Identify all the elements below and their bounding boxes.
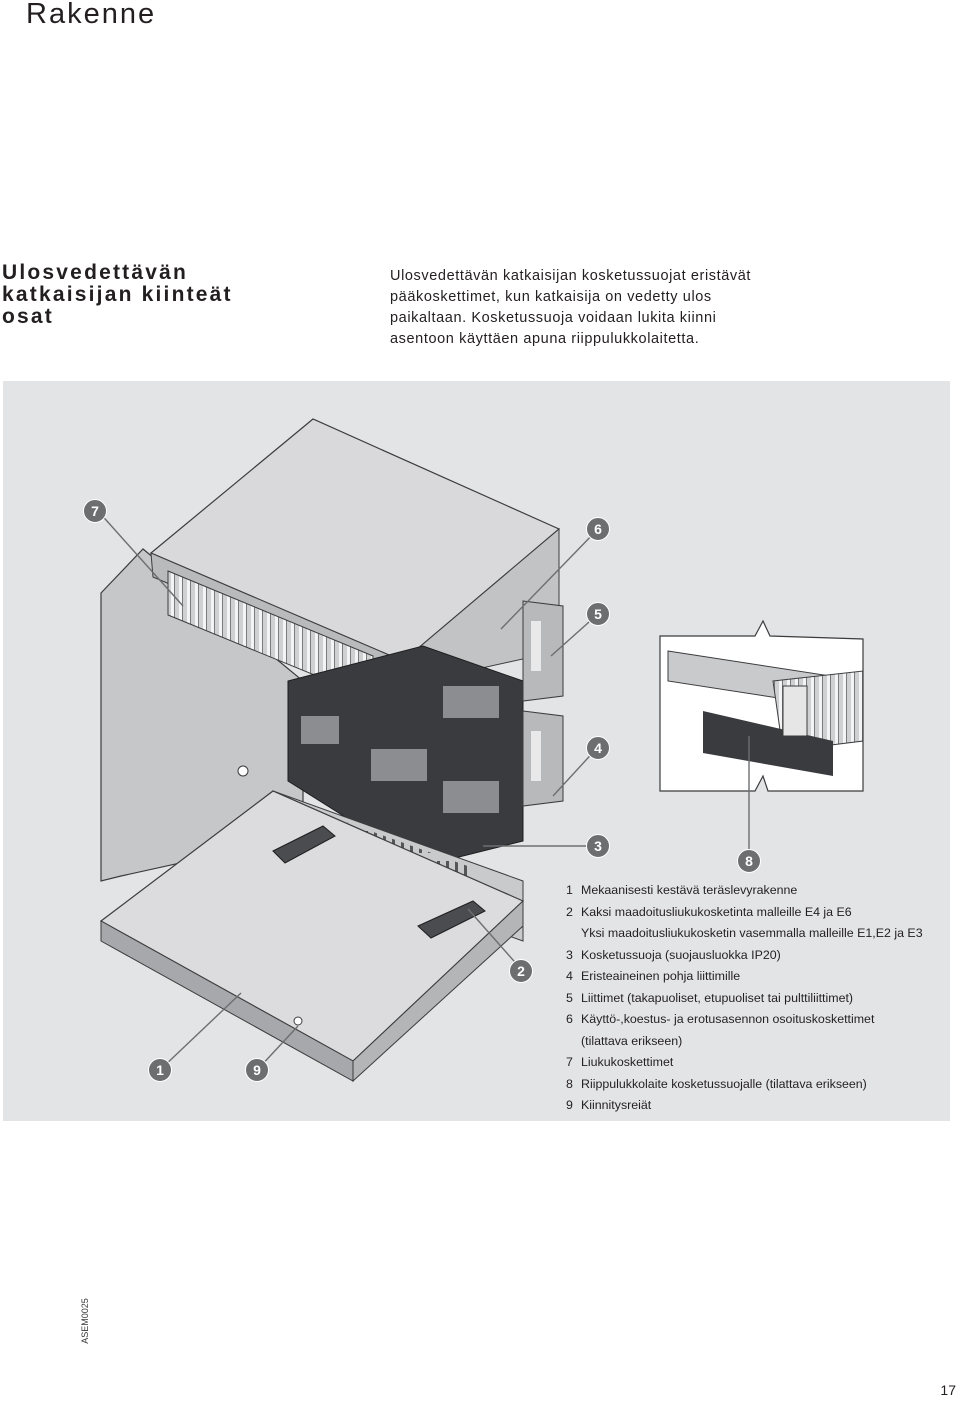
legend-item: 3 Kosketussuoja (suojausluokka IP20) [566, 945, 950, 967]
fixing-hole [237, 765, 249, 777]
intro-line: paikaltaan. Kosketussuoja voidaan lukita… [390, 310, 717, 326]
legend-num: 8 [566, 1076, 573, 1091]
legend-text: (tilattava erikseen) [581, 1033, 683, 1048]
legend-text: Mekaanisesti kestävä teräslevyrakenne [581, 883, 798, 897]
figure-panel: ASEM0025 7 6 5 4 3 8 2 1 9 [3, 381, 950, 1344]
legend-num [566, 923, 581, 945]
legend-num: 4 [566, 969, 573, 983]
fixing-hole [293, 1016, 303, 1026]
legend-item: 7 Liukukoskettimet [566, 1052, 950, 1074]
legend-num [566, 1031, 581, 1053]
legend-text: Kosketussuoja (suojausluokka IP20) [581, 947, 781, 962]
legend-item: (tilattava erikseen) [566, 1031, 950, 1053]
legend-num: 3 [566, 947, 573, 962]
page-title: Rakenne [26, 0, 157, 30]
legend-text: Kiinnitysreiät [581, 1098, 652, 1112]
legend-num: 5 [566, 990, 573, 1005]
legend-text: Yksi maadoitusliukukosketin vasemmalla m… [581, 926, 923, 940]
legend-text: Riippulukkolaite kosketussuojalle (tilat… [581, 1076, 867, 1091]
section-heading-line: Ulosvedettävän [2, 261, 189, 284]
callout-4: 4 [586, 736, 610, 760]
callout-7: 7 [83, 499, 107, 523]
legend-num: 6 [566, 1012, 573, 1026]
legend-num: 9 [566, 1098, 573, 1112]
callout-2: 2 [509, 959, 533, 983]
legend-item: 9 Kiinnitysreiät [566, 1095, 950, 1117]
intro-line: Ulosvedettävän katkaisijan kosketussuoja… [390, 268, 752, 284]
figure-code: ASEM0025 [80, 1298, 90, 1344]
padlock-inset [659, 619, 864, 792]
callout-5: 5 [586, 602, 610, 626]
legend-item: 8 Riippulukkolaite kosketussuojalle (tila… [566, 1074, 950, 1096]
intro-line: pääkoskettimet, kun katkaisija on vedett… [390, 289, 712, 305]
legend-text: Eristeaineinen pohja liittimille [581, 969, 741, 983]
legend-item: Yksi maadoitusliukukosketin vasemmalla m… [566, 923, 950, 945]
fixed-part-illustration [97, 418, 864, 1083]
intro-line: asentoon käyttäen apuna riippulukkolaite… [390, 331, 700, 347]
legend-num: 1 [566, 883, 573, 897]
callout-9: 9 [245, 1058, 269, 1082]
callout-6: 6 [586, 517, 610, 541]
legend-item: 4 Eristeaineinen pohja liittimille [566, 966, 950, 988]
legend-text: Liukukoskettimet [581, 1055, 674, 1069]
section-heading-line: katkaisijan kiinteät [2, 283, 233, 306]
callout-8: 8 [737, 849, 761, 873]
legend-text: Käyttö-,koestus- ja erotusasennon osoitu… [581, 1012, 875, 1026]
legend-item: 5 Liittimet (takapuoliset, etupuoliset ta… [566, 988, 950, 1010]
legend-item: 1 Mekaanisesti kestävä teräslevyrakenne [566, 880, 950, 902]
legend-text: Liittimet (takapuoliset, etupuoliset tai… [581, 990, 854, 1005]
legend-num: 7 [566, 1055, 573, 1069]
legend-list: 1 Mekaanisesti kestävä teräslevyrakenne 2… [566, 880, 950, 1117]
callout-3: 3 [586, 834, 610, 858]
grounding-contact [272, 825, 336, 864]
intro-paragraph: Ulosvedettävän katkaisijan kosketussuoja… [390, 266, 770, 350]
section-heading: Ulosvedettävän katkaisijan kiinteät osat [2, 262, 242, 328]
page-number: 17 [940, 1382, 956, 1398]
legend-item: 2 Kaksi maadoitusliukukosketinta malleill… [566, 902, 950, 924]
section-heading-line: osat [2, 305, 54, 328]
callout-1: 1 [148, 1058, 172, 1082]
legend-text: Kaksi maadoitusliukukosketinta malleille… [581, 904, 852, 919]
legend-item: 6 Käyttö-,koestus- ja erotusasennon osoit… [566, 1009, 950, 1031]
legend-num: 2 [566, 904, 573, 919]
